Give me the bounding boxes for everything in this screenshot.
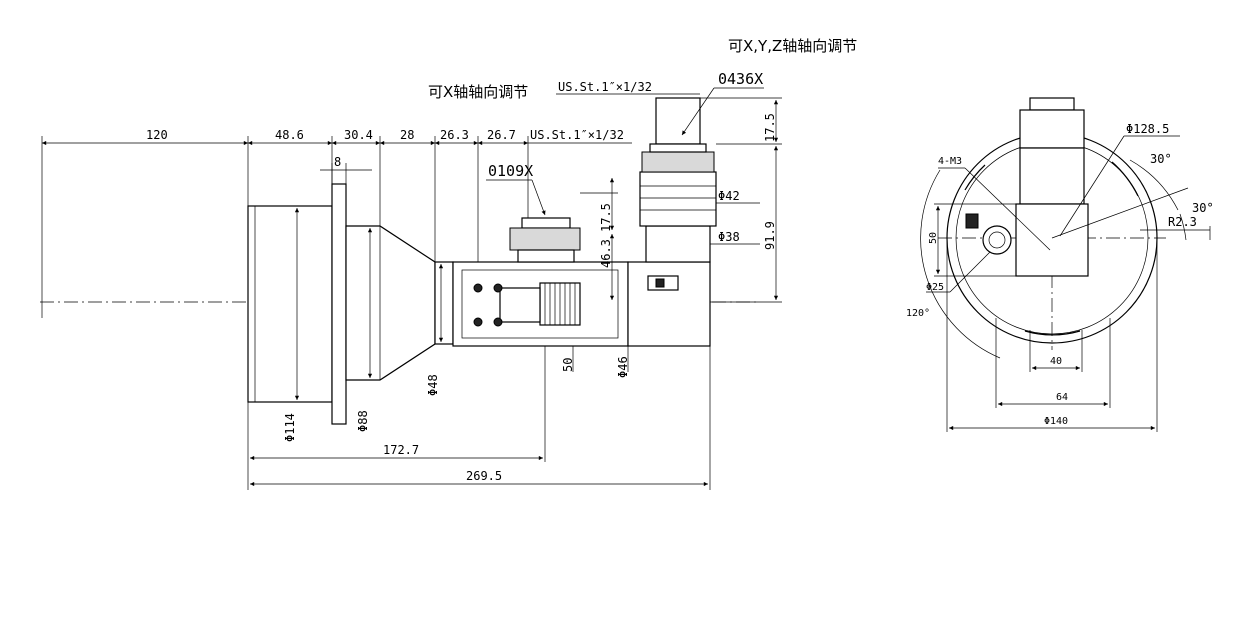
slider-block (499, 287, 541, 323)
dim-d140: Φ140 (1044, 416, 1068, 427)
dim-d114: Φ114 (283, 413, 297, 442)
step-ring (434, 261, 454, 345)
dim-17-5-mid: 17.5 (599, 203, 613, 232)
note-xyz-adjust: 可X,Y,Z轴轴向调节 (728, 37, 857, 55)
dim-172-7: 172.7 (383, 443, 419, 457)
dim-d88: Φ88 (356, 410, 370, 432)
dim-26-3: 26.3 (440, 128, 469, 142)
dim-d46: Φ46 (616, 356, 630, 378)
dim-28: 28 (400, 128, 414, 142)
side-view: 120 48.6 30.4 28 26.3 26.7 US.St.1″×1/32… (40, 37, 857, 490)
knob-icon (965, 213, 979, 229)
flange (331, 183, 347, 425)
upper-ring (641, 151, 715, 173)
dim-269-5: 269.5 (466, 469, 502, 483)
upper-column (645, 225, 711, 263)
dim-40: 40 (1050, 356, 1062, 367)
front-view: Φ128.5 30° 30° R2.3 4-M3 50 Φ25 120° 40 (906, 97, 1214, 432)
dim-50-front: 50 (928, 232, 939, 244)
bellows (539, 282, 581, 326)
mid-mount-base (517, 249, 575, 263)
dim-64: 64 (1056, 392, 1068, 403)
screw-icon (473, 283, 483, 293)
part-0109x: 0109X (488, 162, 533, 180)
screw-icon (493, 317, 503, 327)
slot-top-right (1111, 161, 1139, 197)
angle-30-a: 30° (1150, 152, 1172, 166)
upper-column-mid (639, 171, 717, 227)
slot-bottom (1024, 330, 1081, 336)
dim-d42: Φ42 (718, 189, 740, 203)
dim-120: 120 (146, 128, 168, 142)
dim-d48: Φ48 (426, 374, 440, 396)
thread-mid: US.St.1″×1/32 (530, 128, 624, 142)
holes-4-m3: 4-M3 (938, 156, 962, 167)
screw-icon (493, 283, 503, 293)
adjuster-hole (982, 225, 1012, 255)
note-x-adjust: 可X轴轴向调节 (428, 83, 528, 101)
dim-46-3: 46.3 (599, 239, 613, 268)
upper-cap (655, 97, 701, 145)
dim-50-side: 50 (561, 358, 575, 372)
dim-91-9: 91.9 (763, 221, 777, 250)
part-0436x: 0436X (718, 70, 763, 88)
mid-mount-top (521, 217, 571, 229)
front-barrel (247, 205, 333, 403)
mid-mount-ring (509, 227, 581, 251)
dim-26-7: 26.7 (487, 128, 516, 142)
front-body (1015, 203, 1089, 277)
dim-r2-3: R2.3 (1168, 215, 1197, 229)
dim-8: 8 (334, 155, 341, 169)
dim-30-4: 30.4 (344, 128, 373, 142)
front-column (1019, 147, 1085, 205)
rear-tube (627, 261, 711, 347)
dim-d38: Φ38 (718, 230, 740, 244)
dim-48-6: 48.6 (275, 128, 304, 142)
dim-17-5-top: 17.5 (763, 113, 777, 142)
front-top-block (1019, 109, 1085, 149)
dim-d25: Φ25 (926, 282, 944, 293)
front-top-cap (1029, 97, 1075, 111)
screw-icon (473, 317, 483, 327)
dim-d128-5: Φ128.5 (1126, 122, 1169, 136)
angle-120: 120° (906, 308, 930, 319)
angle-30-b: 30° (1192, 201, 1214, 215)
thread-top: US.St.1″×1/32 (558, 80, 652, 94)
cone-body (345, 225, 436, 381)
